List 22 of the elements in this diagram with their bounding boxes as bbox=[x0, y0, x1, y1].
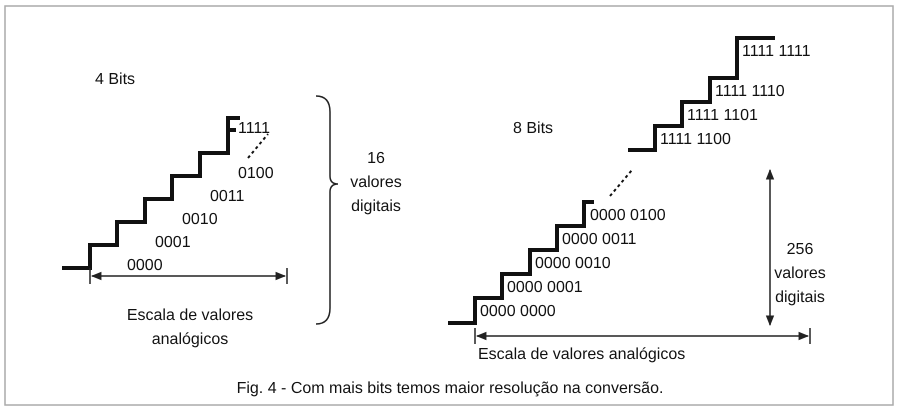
binary-code-label: 0000 0000 bbox=[480, 302, 556, 322]
binary-code-label: 0000 0011 bbox=[562, 230, 636, 250]
binary-code-label: 0011 bbox=[210, 187, 244, 207]
binary-code-label: 0000 0010 bbox=[535, 254, 611, 274]
bit-count-label: 4 Bits bbox=[95, 70, 136, 90]
bit-count-label: 8 Bits bbox=[513, 119, 554, 139]
binary-code-label: 1111 1110 bbox=[715, 82, 785, 102]
binary-code-label: 0100 bbox=[238, 164, 274, 184]
binary-code-label: 1111 1101 bbox=[687, 106, 758, 126]
figure-caption: Fig. 4 - Com mais bits temos maior resolução na conversão. bbox=[236, 379, 664, 399]
binary-code-label: 0000 0100 bbox=[590, 206, 666, 226]
binary-code-label: 0000 bbox=[127, 256, 163, 276]
binary-code-label: 1111 bbox=[238, 119, 270, 139]
value-count-label: 16 valores digitais bbox=[349, 149, 403, 217]
binary-code-label: 0000 0001 bbox=[507, 278, 583, 298]
value-count-label: 256 valores digitais bbox=[773, 240, 827, 308]
binary-code-label: 1111 1111 bbox=[742, 42, 811, 62]
axis-label: Escala de valores analógicos bbox=[126, 306, 254, 350]
binary-code-label: 0010 bbox=[182, 210, 218, 230]
binary-code-label: 0001 bbox=[155, 233, 191, 253]
axis-label: Escala de valores analógicos bbox=[478, 345, 686, 365]
binary-code-label: 1111 1100 bbox=[660, 130, 731, 150]
